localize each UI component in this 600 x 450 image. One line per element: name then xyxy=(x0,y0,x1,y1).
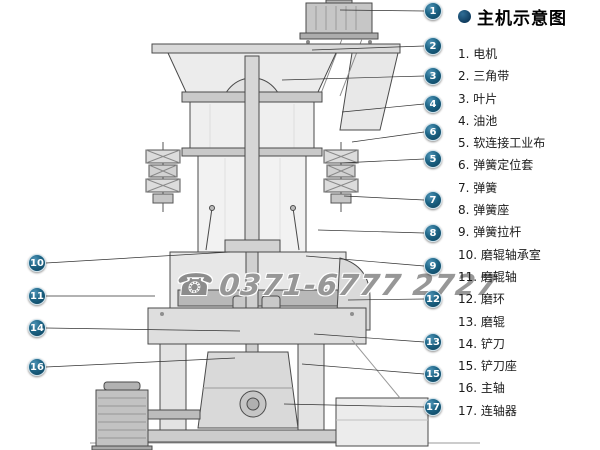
leader-lines xyxy=(45,9,425,408)
legend-item-8: 8. 弹簧座 xyxy=(458,203,510,218)
legend-title-text: 主机示意图 xyxy=(477,9,567,29)
bottom-motor xyxy=(91,381,201,450)
top-motor xyxy=(299,0,379,44)
legend-item-10: 10. 磨辊轴承室 xyxy=(458,247,541,262)
legend-item-1: 1. 电机 xyxy=(458,47,498,61)
legend-item-7: 7. 弹簧 xyxy=(458,180,498,195)
legend-item-2: 2. 三角带 xyxy=(458,69,510,84)
legend-item-3: 3. 叶片 xyxy=(458,91,498,106)
aux-structure xyxy=(335,339,429,447)
spring-assembly-right xyxy=(323,141,359,213)
callout-14: 14 xyxy=(28,319,46,337)
callout-17: 17 xyxy=(424,398,442,416)
legend-item-14: 14. 铲刀 xyxy=(458,336,505,351)
legend-item-4: 4. 油池 xyxy=(458,113,498,128)
legend-item-12: 12. 磨环 xyxy=(458,292,505,307)
callout-12: 12 xyxy=(424,290,442,308)
callout-10: 10 xyxy=(28,254,46,272)
callout-9: 9 xyxy=(424,257,442,275)
legend-item-5: 5. 软连接工业布 xyxy=(458,136,546,151)
middle-body xyxy=(197,55,307,257)
spring-assembly-left xyxy=(145,141,181,213)
base-frame xyxy=(90,307,480,444)
callout-2: 2 xyxy=(424,37,442,55)
legend-item-16: 16. 主轴 xyxy=(458,381,505,396)
callout-6: 6 xyxy=(424,123,442,141)
callout-11: 11 xyxy=(28,287,46,305)
callout-3: 3 xyxy=(424,67,442,85)
callout-15: 15 xyxy=(424,365,442,383)
legend-item-15: 15. 铲刀座 xyxy=(458,359,517,374)
callout-7: 7 xyxy=(424,191,442,209)
callout-1: 1 xyxy=(424,2,442,20)
legend-bullet-icon xyxy=(458,10,471,23)
callout-16: 16 xyxy=(28,358,46,376)
gear-housing xyxy=(197,351,299,429)
legend-panel: 主机示意图 1. 电机 2. 三角带 3. 叶片 4. 油池 5. 软连接工业布… xyxy=(458,2,598,422)
legend-item-17: 17. 连轴器 xyxy=(458,403,517,418)
legend-item-6: 6. 弹簧定位套 xyxy=(458,158,534,173)
callout-4: 4 xyxy=(424,95,442,113)
legend-item-9: 9. 弹簧拉杆 xyxy=(458,225,522,240)
legend-item-11: 11. 磨辊轴 xyxy=(458,269,517,284)
callout-5: 5 xyxy=(424,150,442,168)
callout-8: 8 xyxy=(424,224,442,242)
legend-title: 主机示意图 xyxy=(458,4,598,29)
callout-13: 13 xyxy=(424,333,442,351)
telephone-icon: ☎ xyxy=(174,268,217,303)
legend-item-13: 13. 磨辊 xyxy=(458,314,505,329)
watermark: ☎0371-6777 2727 xyxy=(174,268,499,303)
